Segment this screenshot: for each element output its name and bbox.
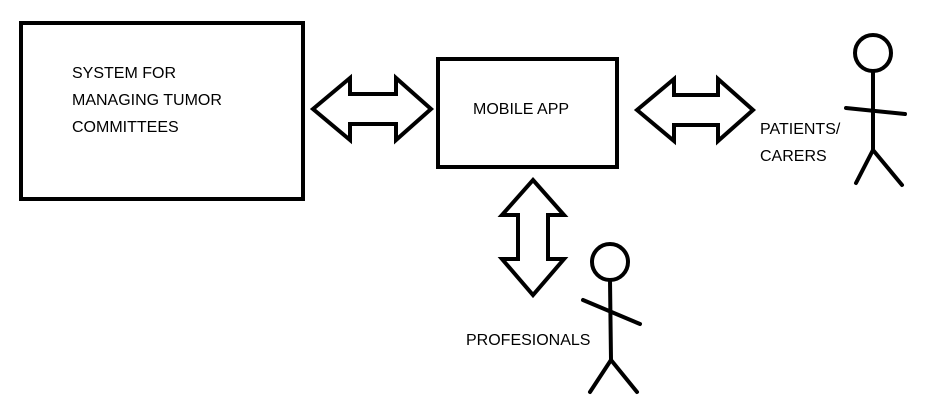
system-label-line-2: MANAGING TUMOR: [72, 92, 222, 109]
professionals-label: PROFESIONALS: [466, 332, 591, 349]
system-label-line-3: COMMITTEES: [72, 119, 179, 136]
system-label-line-1: SYSTEM FOR: [72, 65, 177, 82]
patients-label-line-2: CARERS: [760, 148, 827, 165]
arrow-mobile-professionals: [497, 176, 569, 299]
mobile-app-label: MOBILE APP: [473, 101, 570, 118]
mobile-app-box: [436, 57, 619, 169]
arrow-system-mobile: [309, 73, 435, 145]
patients-label: PATIENTS/ CARERS: [760, 116, 840, 170]
patients-label-line-1: PATIENTS/: [760, 121, 841, 138]
professional-figure-icon: [581, 242, 642, 394]
patient-figure-icon: [844, 33, 907, 187]
system-box: [19, 21, 305, 201]
arrow-mobile-patients: [633, 74, 757, 146]
system-label: SYSTEM FOR MANAGING TUMOR COMMITTEES: [72, 60, 272, 141]
